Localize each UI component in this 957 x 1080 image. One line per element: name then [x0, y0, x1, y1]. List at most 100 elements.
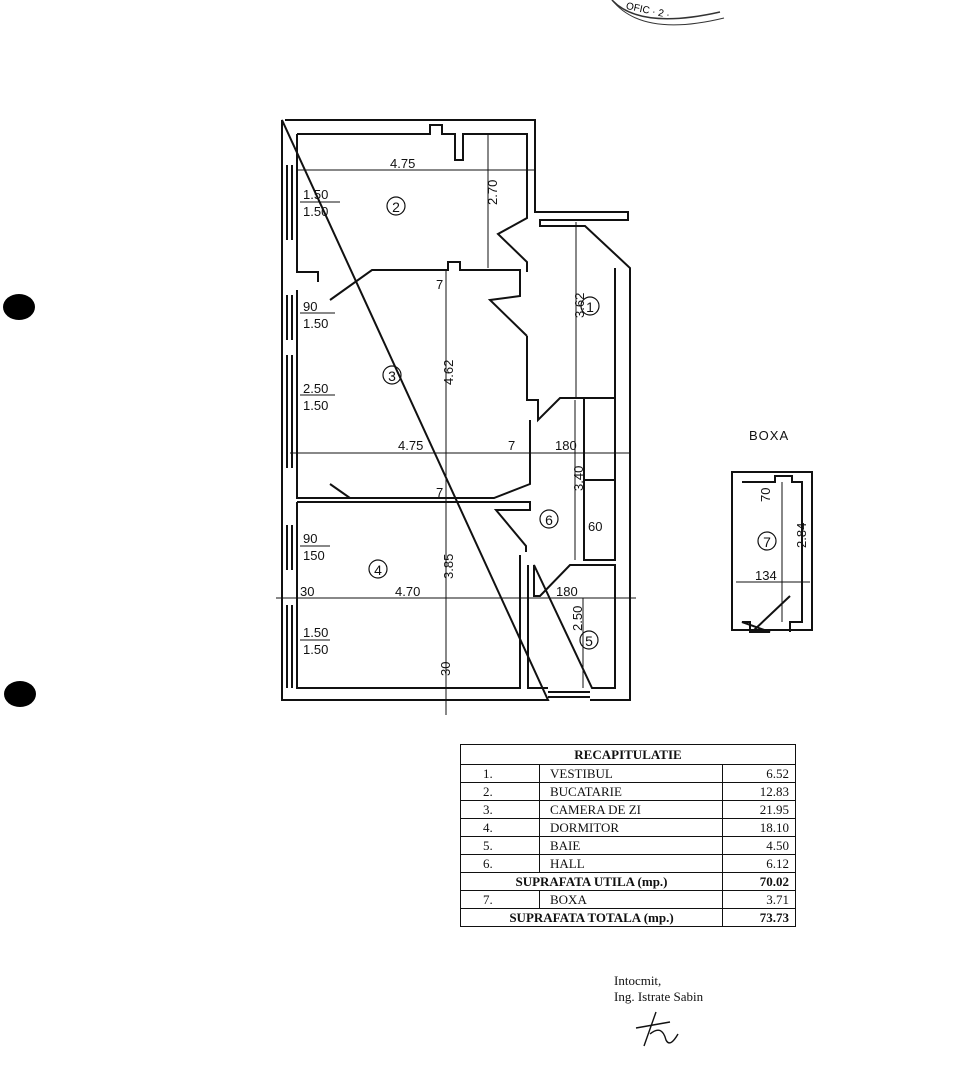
- row-index: 1.: [460, 764, 540, 783]
- signature-prepared-by: Intocmit,: [614, 973, 662, 988]
- subtotal-value: 70.02: [722, 872, 796, 891]
- table-row: 5. BAIE 4.50: [460, 836, 796, 855]
- room-6-marker: [539, 509, 559, 529]
- wall-vestibul: [526, 268, 616, 423]
- room-4-marker: [368, 559, 388, 579]
- dim-living-window1-a: 90: [303, 299, 317, 314]
- row-index: 4.: [460, 818, 540, 837]
- row-value: 12.83: [722, 782, 796, 801]
- window-bath: [548, 691, 590, 698]
- dim-living-window2-a: 2.50: [303, 381, 328, 396]
- dim-vestibul-height: 3.62: [572, 293, 587, 318]
- room-5-marker: [579, 630, 599, 650]
- room-6-label: 6: [545, 512, 553, 528]
- wall-bath: [527, 564, 616, 689]
- room-5-label: 5: [585, 633, 593, 649]
- row-index: 7.: [460, 890, 540, 909]
- table-row: 7. BOXA 3.71: [460, 890, 796, 909]
- row-value: 6.52: [722, 764, 796, 783]
- dim-bedroom-window2-b: 1.50: [303, 642, 328, 657]
- window-kitchen: [286, 165, 293, 240]
- room-4-label: 4: [374, 562, 382, 578]
- row-name: BAIE: [539, 836, 723, 855]
- room-1-label: 1: [586, 299, 594, 315]
- punch-hole-top: [3, 294, 35, 320]
- dim-bath-height: 2.50: [570, 606, 585, 631]
- row-value: 6.12: [722, 854, 796, 873]
- dim-tick-living-top: 7: [436, 277, 443, 292]
- row-value: 18.10: [722, 818, 796, 837]
- dim-kitchen-window-b: 1.50: [303, 204, 328, 219]
- dim-tick-living-bottom: 7: [436, 485, 443, 500]
- row-name: VESTIBUL: [539, 764, 723, 783]
- window-living-1: [286, 295, 293, 340]
- dim-tick-living-mid: 7: [508, 438, 515, 453]
- window-bedroom-1: [286, 525, 293, 570]
- dim-living-height: 4.62: [441, 360, 456, 385]
- dim-bedroom-window1-a: 90: [303, 531, 317, 546]
- dim-boxa-height: 2.84: [794, 523, 809, 548]
- total-label: SUPRAFATA TOTALA (mp.): [460, 908, 723, 927]
- wall-hall: [583, 398, 616, 561]
- wall-outer: [281, 119, 631, 701]
- recap-table: RECAPITULATIE 1. VESTIBUL 6.52 2. BUCATA…: [460, 744, 796, 927]
- table-row: 2. BUCATARIE 12.83: [460, 782, 796, 801]
- dim-bedroom-wall: 30: [300, 584, 314, 599]
- row-value: 4.50: [722, 836, 796, 855]
- window-bedroom-2: [286, 605, 293, 688]
- room-3-marker: [382, 365, 402, 385]
- row-name: HALL: [539, 854, 723, 873]
- room-3-label: 3: [388, 368, 396, 384]
- row-name: DORMITOR: [539, 818, 723, 837]
- wall-living: [296, 290, 531, 499]
- dim-kitchen-height: 2.70: [485, 180, 500, 205]
- dim-closet-width: 60: [588, 519, 602, 534]
- signature-engineer: Ing. Istrate Sabin: [614, 989, 704, 1004]
- dim-bottom-wall: 30: [438, 662, 453, 676]
- dim-living-window1-b: 1.50: [303, 316, 328, 331]
- dim-bedroom-window1-b: 150: [303, 548, 325, 563]
- dim-hall-width: 180: [555, 438, 577, 453]
- dim-living-width: 4.75: [398, 438, 423, 453]
- dim-bedroom-window2-a: 1.50: [303, 625, 328, 640]
- row-index: 3.: [460, 800, 540, 819]
- row-index: 2.: [460, 782, 540, 801]
- handwritten-signature-icon: [635, 1011, 679, 1047]
- room-7-marker: [757, 531, 777, 551]
- row-name: BOXA: [539, 890, 723, 909]
- subtotal-row: SUPRAFATA UTILA (mp.) 70.02: [460, 872, 796, 891]
- dim-bath-width: 180: [556, 584, 578, 599]
- row-name: CAMERA DE ZI: [539, 800, 723, 819]
- wall-inner-outline: [297, 124, 528, 272]
- boxa-plan: [731, 471, 813, 633]
- row-name: BUCATARIE: [539, 782, 723, 801]
- total-value: 73.73: [722, 908, 796, 927]
- row-index: 5.: [460, 836, 540, 855]
- dim-boxa-width: 134: [755, 568, 777, 583]
- dim-bedroom-height: 3.85: [441, 554, 456, 579]
- dim-kitchen-width: 4.75: [390, 156, 415, 171]
- recap-header-row: RECAPITULATIE: [460, 744, 796, 765]
- subtotal-label: SUPRAFATA UTILA (mp.): [460, 872, 723, 891]
- wall-bedroom: [296, 501, 531, 689]
- room-2-marker: [386, 196, 406, 216]
- dim-boxa-door: 70: [758, 488, 773, 502]
- row-value: 21.95: [722, 800, 796, 819]
- table-row: 1. VESTIBUL 6.52: [460, 764, 796, 783]
- row-index: 6.: [460, 854, 540, 873]
- dim-hall-height: 3.40: [571, 466, 586, 491]
- dim-kitchen-window-a: 1.50: [303, 187, 328, 202]
- table-row: 3. CAMERA DE ZI 21.95: [460, 800, 796, 819]
- total-row: SUPRAFATA TOTALA (mp.) 73.73: [460, 908, 796, 927]
- table-row: 6. HALL 6.12: [460, 854, 796, 873]
- dim-living-window2-b: 1.50: [303, 398, 328, 413]
- table-row: 4. DORMITOR 18.10: [460, 818, 796, 837]
- wall-kitchen-living: [296, 134, 528, 337]
- room-7-label: 7: [763, 534, 771, 550]
- dim-bedroom-width: 4.70: [395, 584, 420, 599]
- room-2-label: 2: [392, 199, 400, 215]
- window-living-2: [286, 355, 293, 468]
- room-1-marker: [580, 296, 600, 316]
- row-value: 3.71: [722, 890, 796, 909]
